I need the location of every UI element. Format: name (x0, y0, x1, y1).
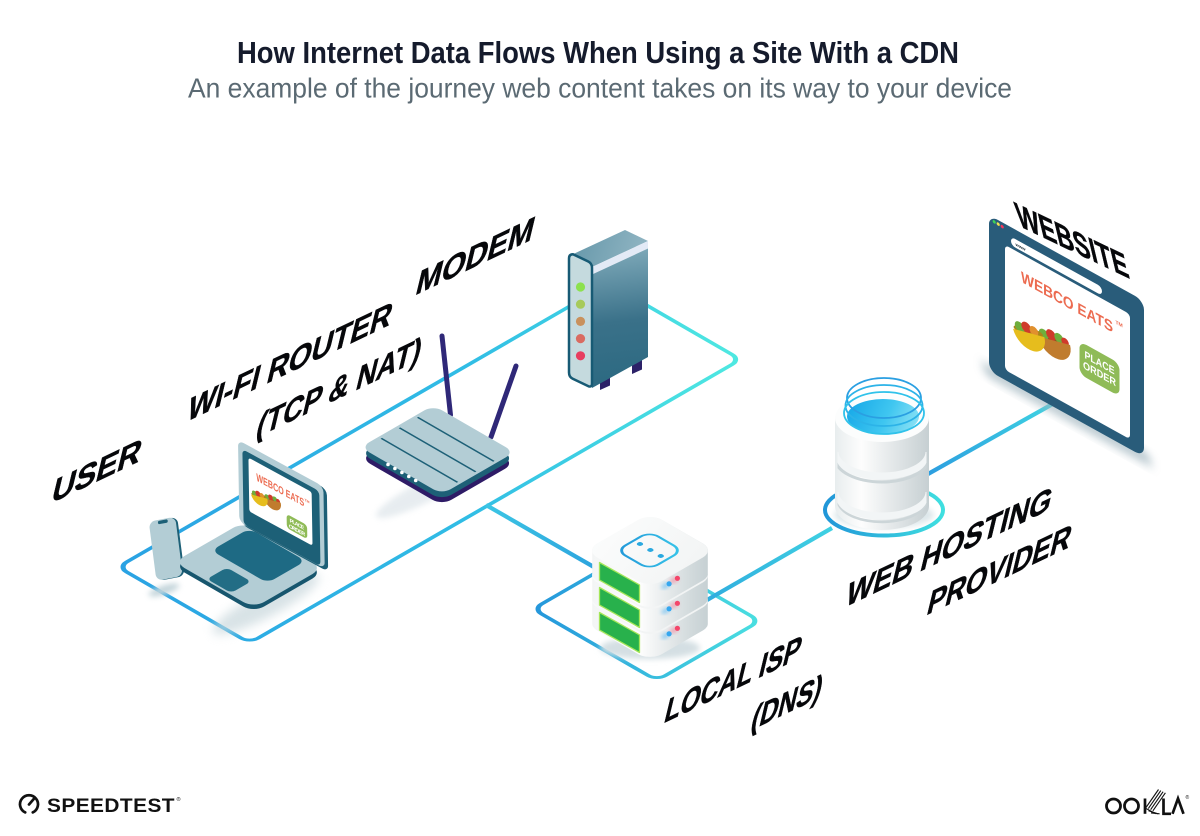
svg-text:USER: USER (48, 431, 146, 512)
svg-text:TM: TM (305, 498, 310, 504)
svg-text:How Internet Data Flows When U: How Internet Data Flows When Using a Sit… (237, 35, 959, 70)
svg-text:®: ® (177, 796, 181, 803)
svg-text:www: www (1015, 241, 1026, 252)
svg-text:®: ® (1186, 794, 1190, 801)
svg-text:MODEM: MODEM (412, 209, 538, 304)
svg-text:SPEEDTEST: SPEEDTEST (47, 796, 175, 817)
svg-text:TM: TM (1116, 320, 1124, 330)
svg-text:An example of the journey web: An example of the journey web content ta… (188, 73, 1012, 104)
